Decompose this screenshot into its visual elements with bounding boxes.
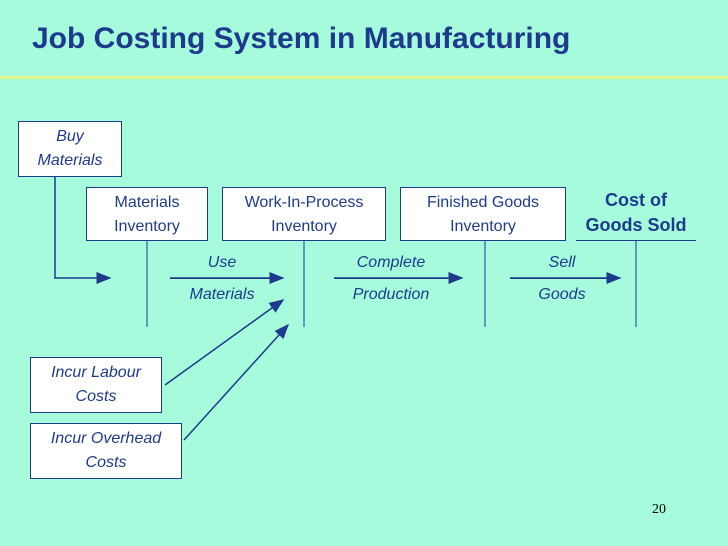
wip-inv-line-2: Inventory — [271, 218, 337, 235]
page-number: 20 — [652, 502, 666, 517]
overhead-arrow — [183, 323, 290, 441]
complete-label: Complete — [356, 254, 426, 271]
fg-inv-line-1: Finished Goods — [426, 194, 540, 211]
sell-label: Sell — [548, 254, 576, 271]
labour-line-1: Incur Labour — [51, 364, 141, 381]
fg-inv-line-2: Inventory — [450, 218, 516, 235]
cogs-underline — [576, 240, 696, 241]
page-title: Job Costing System in Manufacturing — [32, 22, 571, 55]
incur-overhead-box: Incur Overhead Costs — [30, 423, 182, 479]
labour-line-2: Costs — [75, 388, 117, 405]
finished-goods-inventory-box: Finished Goods Inventory — [400, 187, 566, 241]
cost-of-goods-sold: Cost of Goods Sold — [576, 188, 696, 238]
overhead-line-1: Incur Overhead — [50, 430, 162, 447]
labour-arrow — [164, 299, 285, 386]
goods-label: Goods — [538, 286, 586, 303]
overhead-line-2: Costs — [85, 454, 127, 471]
buy-materials-box: Buy Materials — [18, 121, 122, 177]
cogs-line-2: Goods Sold — [585, 215, 687, 235]
buy-line-2: Materials — [37, 152, 103, 169]
cogs-line-1: Cost of — [605, 190, 667, 210]
materials-inv-line-1: Materials — [114, 194, 180, 211]
buy-line-1: Buy — [56, 128, 84, 145]
wip-inventory-box: Work-In-Process Inventory — [222, 187, 386, 241]
wip-inv-line-1: Work-In-Process — [244, 194, 364, 211]
title-divider — [0, 76, 728, 79]
materials-inventory-box: Materials Inventory — [86, 187, 208, 241]
use-label: Use — [207, 254, 237, 271]
materials-label: Materials — [189, 286, 255, 303]
incur-labour-box: Incur Labour Costs — [30, 357, 162, 413]
production-label: Production — [352, 286, 430, 303]
materials-inv-line-2: Inventory — [114, 218, 180, 235]
buy-materials-arrow — [54, 177, 112, 284]
